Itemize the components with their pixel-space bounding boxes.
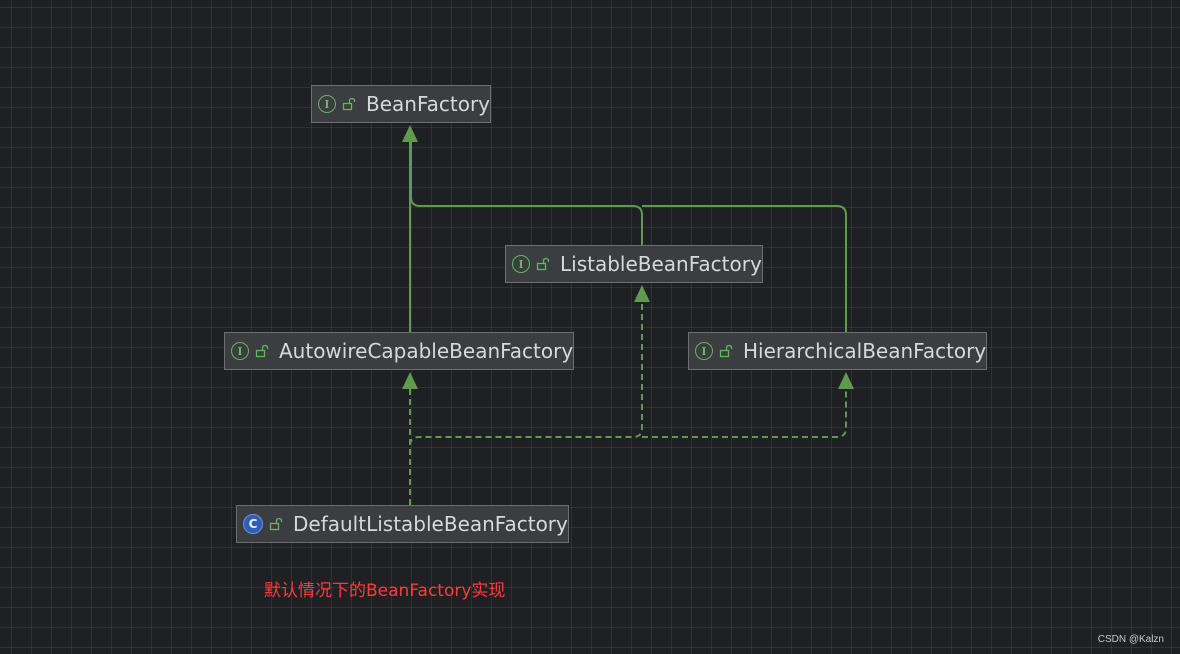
node-listable-bean-factory[interactable]: I ListableBeanFactory xyxy=(505,245,763,283)
edge-hierarchical-to-beanfactory xyxy=(642,205,847,332)
caption-annotation: 默认情况下的BeanFactory实现 xyxy=(264,581,506,601)
arrowhead-beanfactory xyxy=(402,125,418,142)
interface-icon: I xyxy=(318,95,336,113)
unlocked-lock-icon xyxy=(719,344,733,358)
node-label: BeanFactory xyxy=(366,92,491,116)
node-default-listable-bean-factory[interactable]: C DefaultListableBeanFactory xyxy=(236,505,569,543)
node-hierarchical-bean-factory[interactable]: I HierarchicalBeanFactory xyxy=(688,332,988,370)
edge-default-to-listable xyxy=(409,300,643,505)
edge-default-to-hierarchical xyxy=(642,387,847,438)
unlocked-lock-icon xyxy=(342,97,356,111)
class-icon: C xyxy=(243,514,263,534)
interface-icon: I xyxy=(512,255,530,273)
unlocked-lock-icon xyxy=(255,344,269,358)
node-bean-factory[interactable]: I BeanFactory xyxy=(311,85,492,123)
unlocked-lock-icon xyxy=(269,517,283,531)
node-autowire-capable-bean-factory[interactable]: I AutowireCapableBeanFactory xyxy=(224,332,575,370)
arrowhead-autowire xyxy=(402,372,418,389)
node-label: AutowireCapableBeanFactory xyxy=(279,339,574,363)
interface-icon: I xyxy=(231,342,249,360)
node-label: HierarchicalBeanFactory xyxy=(743,339,987,363)
edge-listable-to-beanfactory xyxy=(410,140,643,245)
arrowhead-hierarchical xyxy=(838,372,854,389)
interface-icon: I xyxy=(695,342,713,360)
unlocked-lock-icon xyxy=(536,257,550,271)
watermark: CSDN @Kalzn xyxy=(1097,634,1164,645)
node-label: ListableBeanFactory xyxy=(560,252,762,276)
node-label: DefaultListableBeanFactory xyxy=(293,512,568,536)
arrowhead-listable xyxy=(634,285,650,302)
